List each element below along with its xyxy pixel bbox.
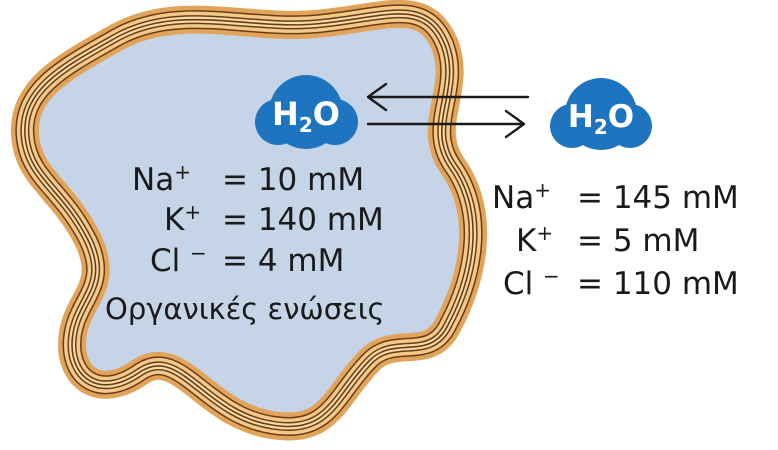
water-formula-2: 2	[299, 113, 313, 137]
inside-ion-na: Na+ = 10 mM	[132, 160, 364, 198]
ion-charge: +	[534, 178, 551, 202]
ion-value: = 140 mM	[222, 202, 384, 238]
ion-charge: +	[174, 160, 191, 184]
outside-ion-list: Na+= 145 mM K+= 5 mM Cl−= 110 mM	[492, 178, 739, 302]
ion-symbol: Cl	[150, 243, 180, 279]
inside-ion-cl: Cl−= 4 mM	[150, 241, 344, 279]
ion-symbol: Na	[492, 180, 534, 216]
water-formula-2: 2	[594, 115, 608, 139]
ion-symbol: K	[164, 202, 185, 238]
ion-value: = 145 mM	[577, 180, 739, 216]
water-formula-h: H	[272, 95, 299, 133]
ion-symbol: K	[516, 223, 537, 259]
ion-charge: −	[190, 241, 207, 265]
ion-value: = 10 mM	[222, 162, 364, 198]
organic-compounds-label: Οργανικές ενώσεις	[105, 292, 385, 326]
ion-value: = 4 mM	[222, 243, 344, 279]
ion-charge: +	[184, 200, 201, 224]
water-formula-o: O	[313, 95, 340, 133]
outside-water-molecule: H2O	[550, 78, 652, 150]
water-formula-o: O	[608, 99, 634, 135]
water-formula-h: H	[568, 99, 594, 135]
ion-charge: +	[536, 221, 553, 245]
outside-ion-cl: Cl−= 110 mM	[503, 264, 739, 302]
ion-symbol: Na	[132, 162, 174, 198]
ion-value: = 110 mM	[577, 266, 739, 302]
ion-value: = 5 mM	[577, 223, 699, 259]
outside-ion-k: K+ = 5 mM	[516, 221, 699, 259]
ion-symbol: Cl	[503, 266, 533, 302]
outside-ion-na: Na+ = 145 mM	[492, 178, 739, 216]
ion-charge: −	[543, 264, 560, 288]
